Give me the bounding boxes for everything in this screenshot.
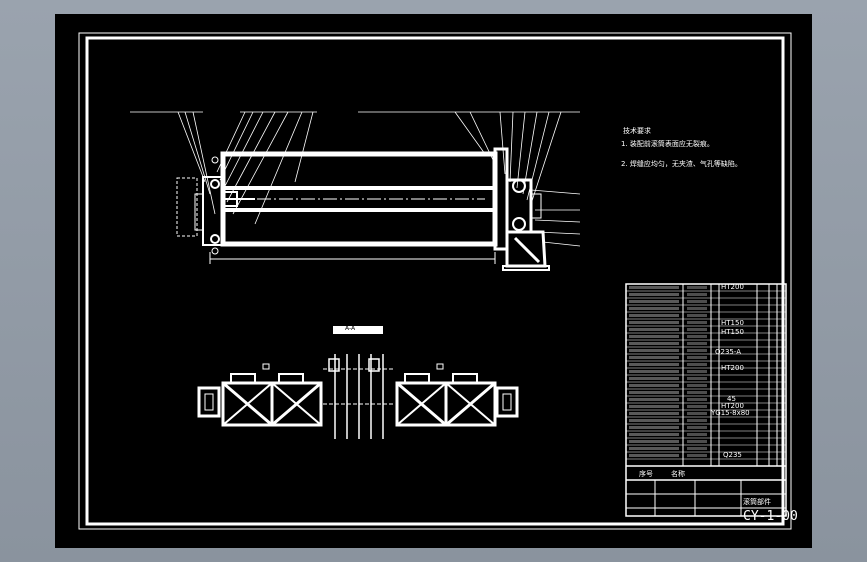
cad-canvas: 技术要求 1. 装配前滚筒表面应无裂痕。 2. 焊缝应均匀，无夹渣、气孔等缺陷。…	[55, 14, 812, 548]
bom-code-cell	[629, 293, 679, 296]
bom-code-cell	[629, 363, 679, 366]
bom-name-cell	[687, 307, 707, 310]
bom-name-cell	[687, 342, 707, 345]
bom-name-cell	[687, 293, 707, 296]
bom-code-cell	[629, 286, 679, 289]
bom-name-cell	[687, 356, 707, 359]
bom-code-cell	[629, 349, 679, 352]
bom-code-cell	[629, 440, 679, 443]
bom-code-cell	[629, 412, 679, 415]
bom-code-cell	[629, 328, 679, 331]
bom-name-cell	[687, 335, 707, 338]
bom-code-cell	[629, 342, 679, 345]
bom-code-cell	[629, 300, 679, 303]
bom-name-cell	[687, 447, 707, 450]
roller-assembly-view	[176, 147, 550, 271]
bom-name-cell	[687, 405, 707, 408]
bom-name-cell	[687, 454, 707, 457]
bom-material-2: HT150	[721, 319, 744, 327]
bom-code-cell	[629, 419, 679, 422]
bom-code-cell	[629, 370, 679, 373]
bom-rows	[626, 286, 786, 460]
outer-frame	[78, 32, 792, 530]
bom-code-cell	[629, 384, 679, 387]
bom-material-6: 45	[727, 395, 736, 403]
drawing-number: CY-1-00	[743, 509, 798, 524]
tech-req-heading: 技术要求	[623, 127, 651, 135]
part-name: 滚筒部件	[743, 498, 771, 506]
bom-name-cell	[687, 419, 707, 422]
leader-lines	[130, 111, 581, 247]
bom-header-name: 名称	[671, 470, 685, 478]
tech-req-item-2: 2. 焊缝应均匀，无夹渣、气孔等缺陷。	[621, 160, 742, 168]
bom-name-cell	[687, 349, 707, 352]
bom-name-cell	[687, 391, 707, 394]
bom-name-cell	[687, 377, 707, 380]
section-view	[197, 326, 519, 439]
bom-name-cell	[687, 363, 707, 366]
section-label: A-A	[345, 325, 356, 332]
bom-material-8: YG15-8x80	[711, 409, 750, 417]
bom-name-cell	[687, 321, 707, 324]
bom-name-cell	[687, 426, 707, 429]
bom-name-cell	[687, 286, 707, 289]
bom-code-cell	[629, 377, 679, 380]
bom-name-cell	[687, 433, 707, 436]
bom-material-5: HT200	[721, 364, 744, 372]
bom-name-cell	[687, 384, 707, 387]
bom-name-cell	[687, 314, 707, 317]
bom-material-3: HT150	[721, 328, 744, 336]
bom-code-cell	[629, 307, 679, 310]
cad-drawing	[78, 32, 792, 530]
tech-req-item-1: 1. 装配前滚筒表面应无裂痕。	[621, 140, 714, 148]
bom-material-1: HT200	[721, 283, 744, 291]
inner-frame	[85, 36, 785, 526]
bom-code-cell	[629, 391, 679, 394]
bom-name-cell	[687, 328, 707, 331]
bom-name-cell	[687, 440, 707, 443]
bom-code-cell	[629, 335, 679, 338]
bom-name-cell	[687, 300, 707, 303]
bom-material-4: Q235-A	[715, 348, 742, 356]
bom-code-cell	[629, 454, 679, 457]
bom-code-cell	[629, 321, 679, 324]
bom-code-cell	[629, 356, 679, 359]
bom-code-cell	[629, 426, 679, 429]
bom-material-7: HT200	[721, 402, 744, 410]
bom-material-9: Q235	[723, 451, 742, 459]
bom-name-cell	[687, 370, 707, 373]
bom-code-cell	[629, 398, 679, 401]
bom-code-cell	[629, 314, 679, 317]
bom-name-cell	[687, 398, 707, 401]
bom-code-cell	[629, 447, 679, 450]
bom-code-cell	[629, 405, 679, 408]
bom-code-cell	[629, 433, 679, 436]
right-bearing-housing	[505, 178, 533, 234]
bom-header-index: 序号	[639, 470, 653, 478]
bom-name-cell	[687, 412, 707, 415]
